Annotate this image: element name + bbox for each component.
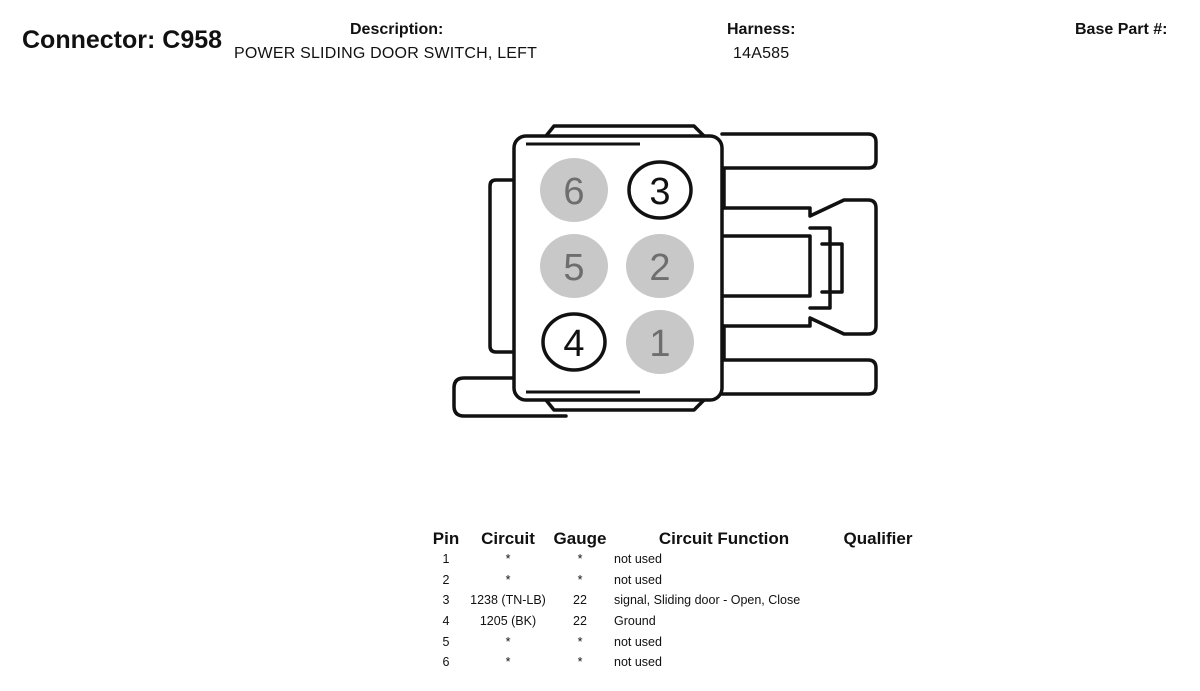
cell-function: not used xyxy=(614,634,662,649)
pin-table-header-row: Pin Circuit Gauge Circuit Function Quali… xyxy=(426,525,918,549)
connector-title: Connector: C958 xyxy=(22,26,223,54)
cell-gauge: * xyxy=(577,634,583,649)
cell-circuit: * xyxy=(505,634,511,649)
cell-circuit: 1238 (TN-LB) xyxy=(470,593,546,608)
pin-4-label: 4 xyxy=(563,323,584,365)
cell-function: not used xyxy=(614,572,662,587)
cell-pin: 6 xyxy=(442,655,450,670)
cell-qualifier xyxy=(838,549,918,570)
table-row: 1 * * not used xyxy=(426,549,918,570)
header-circuit: Circuit xyxy=(481,529,535,548)
connector-inner-edge xyxy=(526,142,640,394)
harness-label: Harness: xyxy=(727,21,796,38)
cell-circuit: * xyxy=(505,572,511,587)
pin-cavity-group: 6 3 5 2 4 1 xyxy=(540,158,694,374)
table-row: 3 1238 (TN-LB) 22 signal, Sliding door -… xyxy=(426,590,918,611)
cell-function: Ground xyxy=(614,614,656,629)
table-row: 2 * * not used xyxy=(426,570,918,591)
cell-qualifier xyxy=(838,590,918,611)
cell-function: not used xyxy=(614,552,662,567)
cell-pin: 5 xyxy=(442,634,450,649)
connector-face-diagram: 6 3 5 2 4 1 xyxy=(452,124,878,418)
header-gauge: Gauge xyxy=(553,529,607,548)
pin-4-cavity xyxy=(541,312,607,372)
description-value: POWER SLIDING DOOR SWITCH, LEFT xyxy=(234,45,538,62)
cell-gauge: * xyxy=(577,572,583,587)
pin-1-cavity xyxy=(626,310,694,374)
harness-value: 14A585 xyxy=(733,45,790,62)
pin-2-cavity xyxy=(626,234,694,298)
header-circuit-function: Circuit Function xyxy=(658,529,790,548)
pin-6-label: 6 xyxy=(563,171,584,213)
header-qualifier: Qualifier xyxy=(843,529,913,548)
cell-pin: 3 xyxy=(442,593,450,608)
table-row: 6 * * not used xyxy=(426,652,918,673)
cell-pin: 2 xyxy=(442,572,450,587)
cell-gauge: * xyxy=(577,552,583,567)
pin-2-label: 2 xyxy=(649,247,670,289)
cell-pin: 4 xyxy=(442,614,450,629)
cell-circuit: * xyxy=(505,552,511,567)
pin-3-label: 3 xyxy=(649,171,670,213)
cell-qualifier xyxy=(838,611,918,632)
header-pin: Pin xyxy=(432,529,460,548)
description-label: Description: xyxy=(350,21,444,38)
pin-5-label: 5 xyxy=(563,247,584,289)
cell-pin: 1 xyxy=(442,552,450,567)
cell-qualifier xyxy=(838,570,918,591)
pin-3-cavity xyxy=(627,160,693,220)
table-row: 5 * * not used xyxy=(426,631,918,652)
pin-6-cavity xyxy=(540,158,608,222)
cell-gauge: 22 xyxy=(573,614,587,629)
cell-function: signal, Sliding door - Open, Close xyxy=(614,593,801,608)
cell-qualifier xyxy=(838,652,918,673)
pin-1-label: 1 xyxy=(649,323,670,365)
base-part-label: Base Part #: xyxy=(1075,21,1168,38)
cell-circuit: * xyxy=(505,655,511,670)
cell-gauge: * xyxy=(577,655,583,670)
table-row: 4 1205 (BK) 22 Ground xyxy=(426,611,918,632)
pin-table: Pin Circuit Gauge Circuit Function Quali… xyxy=(426,525,918,673)
cell-qualifier xyxy=(838,631,918,652)
pin-5-cavity xyxy=(540,234,608,298)
cell-function: not used xyxy=(614,655,662,670)
cell-circuit: 1205 (BK) xyxy=(479,614,537,629)
cell-gauge: 22 xyxy=(573,593,587,608)
connector-housing-outline xyxy=(452,124,878,418)
